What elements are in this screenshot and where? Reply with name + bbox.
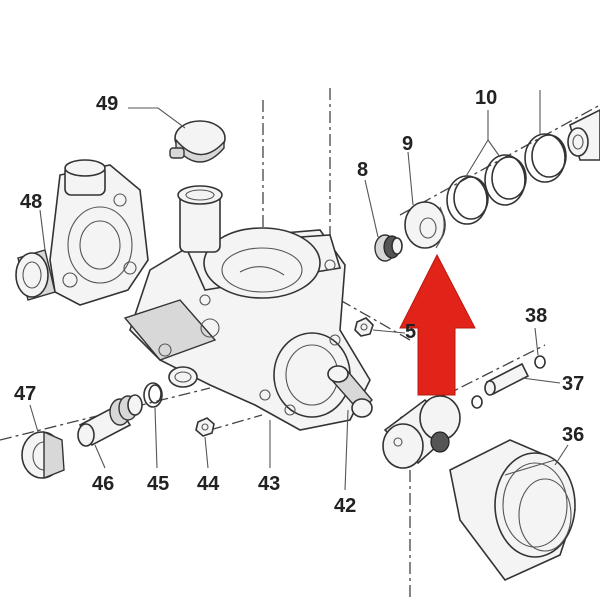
leader-5 — [372, 329, 406, 334]
part-46-fitting — [77, 394, 143, 447]
leader-37 — [521, 377, 561, 384]
part-48-housing — [15, 159, 149, 306]
part-9-washer — [404, 201, 446, 249]
label-49: 49 — [96, 93, 118, 115]
label-44: 44 — [197, 473, 220, 495]
label-43: 43 — [258, 473, 280, 495]
part-43-pump-body — [123, 185, 371, 431]
part-37-pin — [484, 362, 530, 396]
part-38-rings — [471, 355, 546, 409]
label-38: 38 — [525, 305, 547, 327]
leader-lines — [29, 90, 569, 491]
part-36-cover — [449, 439, 576, 581]
part-8-seal — [374, 234, 403, 262]
axis-upper-right — [399, 104, 600, 216]
label-42: 42 — [334, 495, 356, 517]
part-labels: 49 48 10 9 8 5 38 37 36 47 46 45 44 43 4… — [14, 87, 584, 517]
label-46: 46 — [92, 473, 114, 495]
label-36: 36 — [562, 424, 584, 446]
label-10: 10 — [475, 87, 497, 109]
leader-10b — [487, 139, 501, 158]
part-crosshead — [382, 395, 461, 469]
leader-9 — [407, 151, 414, 206]
part-49-cap — [169, 120, 226, 163]
leader-47 — [29, 404, 39, 433]
leader-45 — [154, 407, 158, 469]
part-42-rod — [327, 365, 373, 418]
label-47: 47 — [14, 383, 36, 405]
axis-bolt-5 — [339, 299, 411, 341]
leader-8 — [364, 179, 379, 238]
part-45-oring — [143, 382, 163, 408]
leader-42 — [344, 409, 349, 491]
axis-nut-44 — [209, 414, 263, 431]
part-5-bolt — [354, 317, 374, 337]
leader-36 — [554, 444, 569, 466]
part-piston-fragment — [567, 109, 600, 161]
leader-48 — [39, 209, 46, 251]
label-9: 9 — [402, 133, 413, 155]
label-5: 5 — [405, 321, 416, 343]
red-arrow-icon — [399, 253, 476, 396]
part-44-nut — [195, 417, 215, 437]
label-45: 45 — [147, 473, 169, 495]
part-47-nut — [21, 430, 65, 480]
leader-49 — [128, 107, 186, 129]
leader-46 — [94, 444, 106, 469]
label-37: 37 — [562, 373, 584, 395]
leader-38 — [534, 327, 539, 356]
label-48: 48 — [20, 191, 42, 213]
part-10-orings — [446, 133, 567, 225]
leader-44 — [204, 436, 209, 469]
label-8: 8 — [357, 159, 368, 181]
